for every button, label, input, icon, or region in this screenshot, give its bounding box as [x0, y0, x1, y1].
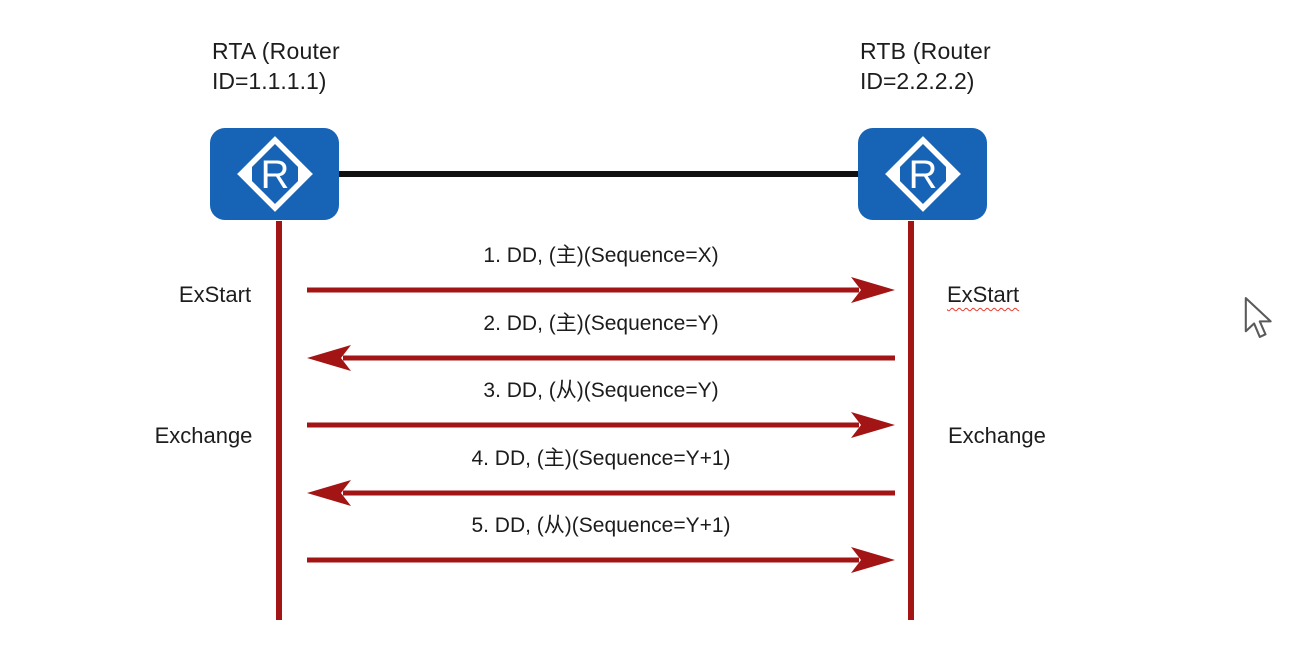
router-link-line: [338, 171, 859, 177]
router-diamond-icon: R: [237, 136, 313, 212]
dd-message-arrow-icon: [307, 277, 895, 303]
router-rta-label-line1: RTA (Router: [212, 38, 340, 64]
dd-message-label: 1. DD, (主)(Sequence=X): [483, 244, 719, 267]
state-label-rta-exchange: Exchange: [154, 423, 253, 448]
state-label-rta-exstart: ExStart: [178, 282, 252, 307]
dd-message-row: 5. DD, (从)(Sequence=Y+1): [307, 511, 895, 577]
dd-message-arrow-icon: [307, 412, 895, 438]
dd-message-row: 1. DD, (主)(Sequence=X): [307, 241, 895, 307]
router-rta-label: RTA (Router ID=1.1.1.1): [212, 36, 340, 96]
dd-message-label: 3. DD, (从)(Sequence=Y): [483, 379, 719, 402]
state-label-rtb-exchange: Exchange: [948, 423, 1046, 448]
rta-timeline: [276, 221, 282, 620]
dd-message-label: 2. DD, (主)(Sequence=Y): [483, 311, 719, 335]
router-rtb-icon: R: [858, 128, 987, 220]
dd-message-row: 2. DD, (主)(Sequence=Y): [307, 309, 895, 375]
state-label-rtb-exstart: ExStart: [947, 282, 1020, 307]
router-rtb-label-line1: RTB (Router: [860, 38, 991, 64]
dd-message-arrow-icon: [307, 344, 895, 371]
router-letter: R: [261, 153, 290, 197]
dd-message-label: 5. DD, (从)(Sequence=Y+1): [471, 514, 731, 537]
router-rta-label-line2: ID=1.1.1.1): [212, 68, 327, 94]
router-diamond-icon: R: [885, 136, 961, 212]
dd-message-row: 3. DD, (从)(Sequence=Y): [307, 376, 895, 442]
router-rta-icon: R: [210, 128, 339, 220]
mouse-pointer-icon: [1244, 297, 1272, 338]
dd-message-arrow-icon: [307, 547, 895, 573]
rtb-timeline: [908, 221, 914, 620]
dd-message-row: 4. DD, (主)(Sequence=Y+1): [307, 444, 895, 510]
router-rtb-label-line2: ID=2.2.2.2): [860, 68, 975, 94]
router-letter: R: [909, 153, 938, 197]
dd-message-label: 4. DD, (主)(Sequence=Y+1): [471, 446, 731, 470]
dd-message-arrow-icon: [307, 479, 895, 506]
router-rtb-label: RTB (Router ID=2.2.2.2): [860, 36, 991, 96]
